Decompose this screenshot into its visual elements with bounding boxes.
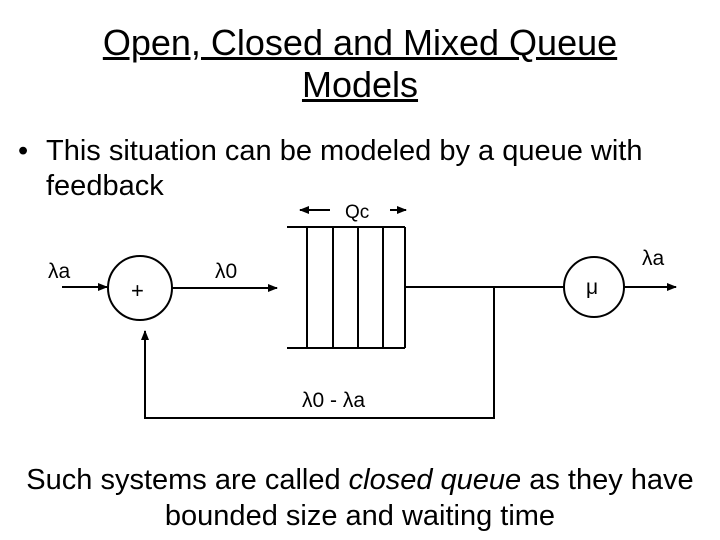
summing-sign: + <box>131 278 144 303</box>
bullet-text: This situation can be modeled by a queue… <box>46 135 643 202</box>
feedback-path <box>141 287 495 419</box>
queue-buffer <box>287 226 406 349</box>
output-rate-label: λa <box>642 247 665 270</box>
service-rate-label: μ <box>586 276 598 299</box>
closing-caption: Such systems are called closed queue as … <box>0 462 720 534</box>
input-rate-label: λa <box>48 260 71 283</box>
capacity-label: Qc <box>345 202 369 223</box>
title-line-2: Models <box>301 64 419 105</box>
title-line-1: Open, Closed and Mixed Queue <box>102 22 618 63</box>
combined-rate-label: λ0 <box>215 260 237 283</box>
caption-lead: Such systems are called <box>26 464 349 496</box>
caption-emphasis: closed queue <box>348 464 522 496</box>
feedback-rate-label: λ0 - λa <box>302 389 365 412</box>
bullet-marker: • <box>18 135 29 167</box>
caption-tail: as they have bounded size and waiting ti… <box>164 464 694 532</box>
slide-title: Open, Closed and Mixed Queue Models <box>0 22 720 106</box>
